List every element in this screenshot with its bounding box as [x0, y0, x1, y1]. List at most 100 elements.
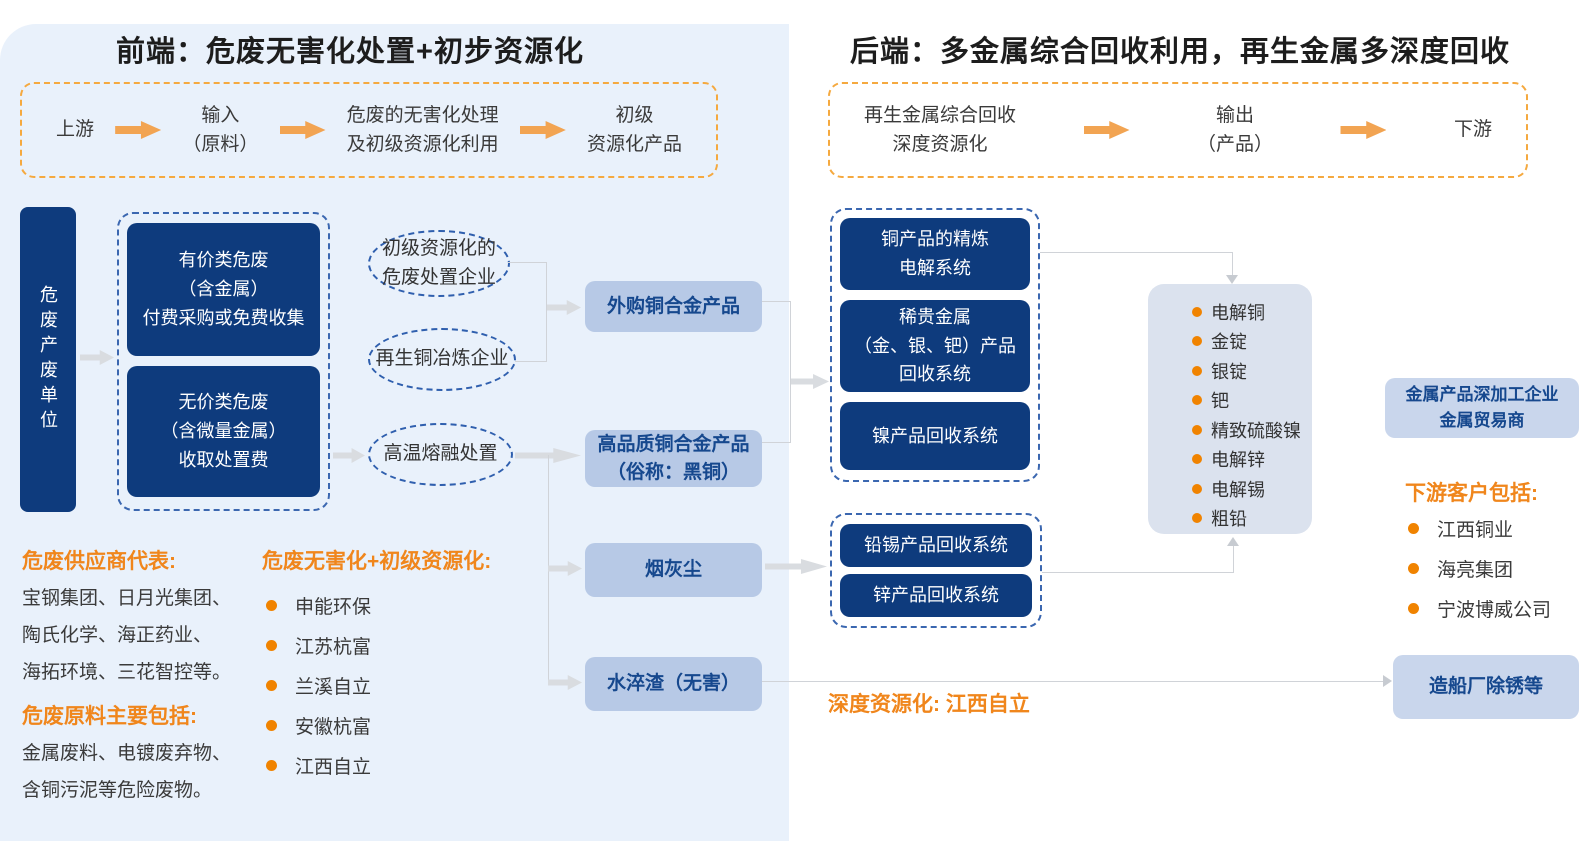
flow-arrow-icon: [1340, 121, 1387, 139]
output-products-box: 电解铜 金锭 银锭 钯 精致硫酸镍 电解锌 电解锡 粗铅: [1148, 284, 1312, 534]
connector-line: [1232, 252, 1233, 276]
copper-smelting-ellipse: 再生铜冶炼企业: [368, 328, 516, 391]
company-label: 江西自立: [295, 756, 372, 778]
list-item: 钯: [1192, 386, 1312, 416]
company-label: 兰溪自立: [295, 676, 372, 698]
connector-line: [508, 262, 546, 263]
waste-types-container: [117, 212, 330, 511]
list-item: 精致硫酸镍: [1192, 415, 1312, 445]
metal-processor-box: 金属产品深加工企业 金属贸易商: [1385, 378, 1579, 438]
connector-line: [546, 262, 547, 362]
list-item: 金锭: [1192, 327, 1312, 357]
flow-step-primary-products: 初级 资源化产品: [586, 104, 682, 155]
smoke-dust-box: 烟灰尘: [585, 543, 762, 597]
list-item: 电解铜: [1192, 297, 1312, 327]
customers-list: 江西铜业 海亮集团 宁波博威公司: [1408, 508, 1551, 628]
flow-arrow-icon: [519, 121, 566, 139]
treatment-heading: 危废无害化+初级资源化:: [262, 550, 492, 573]
waste-producer-bar: 危废产废单位: [20, 207, 76, 512]
list-item: 江西自立: [266, 745, 371, 785]
customer-label: 宁波博威公司: [1437, 599, 1552, 621]
flow-step-input: 输入 （原料）: [182, 104, 259, 155]
bullet-icon: [1192, 513, 1202, 524]
bullet-icon: [266, 679, 277, 691]
recovery-systems-bottom-container: [830, 513, 1042, 628]
bullet-icon: [1192, 365, 1202, 376]
bullet-icon: [1192, 306, 1202, 317]
back-title: 后端：多金属综合回收利用，再生金属多深度回收: [849, 36, 1510, 68]
product-label: 金锭: [1211, 332, 1247, 353]
product-label: 电解锌: [1211, 450, 1265, 471]
connector-arrow-icon: [791, 374, 829, 389]
bullet-icon: [1192, 424, 1202, 435]
arrowhead-down-icon: [1226, 275, 1238, 284]
list-item: 海亮集团: [1408, 548, 1551, 588]
bullet-icon: [266, 639, 277, 651]
product-label: 钯: [1211, 391, 1229, 412]
connector-line: [762, 301, 790, 302]
treatment-companies-list: 申能环保 江苏杭富 兰溪自立 安徽杭富 江西自立: [266, 585, 371, 785]
flow-step-downstream: 下游: [1453, 119, 1492, 141]
bullet-icon: [1192, 483, 1202, 494]
customers-heading: 下游客户包括:: [1405, 482, 1538, 505]
back-flow-strip: 再生金属综合回收 深度资源化 输出 （产品） 下游: [828, 82, 1528, 178]
bullet-icon: [1408, 522, 1419, 534]
connector-line: [762, 442, 790, 443]
deep-recycling-note: 深度资源化: 江西自立: [828, 693, 1030, 716]
valuable-waste-box: 有价类危废 （含金属） 付费采购或免费收集: [127, 223, 320, 356]
bullet-icon: [1192, 395, 1202, 406]
bullet-icon: [1408, 562, 1419, 574]
flow-step-treatment: 危废的无害化处理 及初级资源化利用: [346, 104, 499, 155]
list-item: 安徽杭富: [266, 705, 371, 745]
company-label: 安徽杭富: [295, 716, 372, 738]
connector-line: [1042, 572, 1233, 573]
list-item: 兰溪自立: [266, 665, 371, 705]
connector-line: [762, 681, 1383, 682]
bullet-icon: [1192, 454, 1202, 465]
suppliers-heading: 危废供应商代表:: [22, 550, 176, 573]
list-item: 江苏杭富: [266, 625, 371, 665]
suppliers-text: 宝钢集团、日月光集团、 陶氏化学、海正药业、 海拓环境、三花智控等。: [22, 588, 232, 684]
flow-step-recovery: 再生金属综合回收 深度资源化: [864, 104, 1017, 155]
flow-arrow-icon: [1083, 121, 1130, 139]
list-item: 银锭: [1192, 356, 1312, 386]
bullet-icon: [266, 759, 277, 771]
list-item: 电解锌: [1192, 445, 1312, 475]
customer-label: 江西铜业: [1437, 519, 1514, 541]
materials-heading: 危废原料主要包括:: [22, 705, 197, 728]
product-label: 电解铜: [1211, 302, 1265, 323]
company-label: 申能环保: [295, 596, 372, 618]
high-temp-melting-ellipse: 高温熔融处置: [368, 423, 513, 486]
nickel-recovery-box: 镍产品回收系统: [840, 402, 1030, 470]
zinc-recovery-box: 锌产品回收系统: [840, 574, 1032, 617]
connector-line: [515, 361, 546, 362]
customer-label: 海亮集团: [1437, 559, 1514, 581]
list-item: 宁波博威公司: [1408, 588, 1551, 628]
shipyard-rust-removal-box: 造船厂除锈等: [1393, 655, 1579, 719]
black-copper-box: 高品质铜合金产品 （俗称：黑铜）: [585, 430, 762, 487]
product-label: 粗铅: [1211, 509, 1247, 530]
bullet-icon: [1192, 336, 1202, 347]
bullet-icon: [1408, 602, 1419, 614]
product-label: 精致硫酸镍: [1211, 420, 1301, 441]
connector-line: [1233, 546, 1234, 573]
arrowhead-right-icon: [1383, 675, 1392, 687]
product-label: 电解锡: [1211, 479, 1265, 500]
copper-refining-box: 铜产品的精炼 电解系统: [840, 218, 1030, 290]
recovery-systems-top-container: [830, 208, 1040, 482]
bullet-icon: [266, 599, 277, 611]
company-label: 江苏杭富: [295, 636, 372, 658]
flow-step-upstream: 上游: [56, 119, 95, 141]
lead-tin-recovery-box: 铅锡产品回收系统: [840, 524, 1032, 567]
front-flow-strip: 上游 输入 （原料） 危废的无害化处理 及初级资源化利用 初级 资源化产品: [20, 82, 718, 178]
list-item: 电解锡: [1192, 474, 1312, 504]
valueless-waste-box: 无价类危废 （含微量金属） 收取处置费: [127, 366, 320, 497]
front-title: 前端：危废无害化处置+初步资源化: [116, 36, 584, 68]
list-item: 粗铅: [1192, 504, 1312, 534]
water-quenched-slag-box: 水淬渣（无害）: [585, 657, 762, 711]
list-item: 申能环保: [266, 585, 371, 625]
product-label: 银锭: [1211, 361, 1247, 382]
purchased-copper-alloy-box: 外购铜合金产品: [585, 281, 762, 332]
flow-step-output: 输出 （产品）: [1196, 104, 1273, 155]
